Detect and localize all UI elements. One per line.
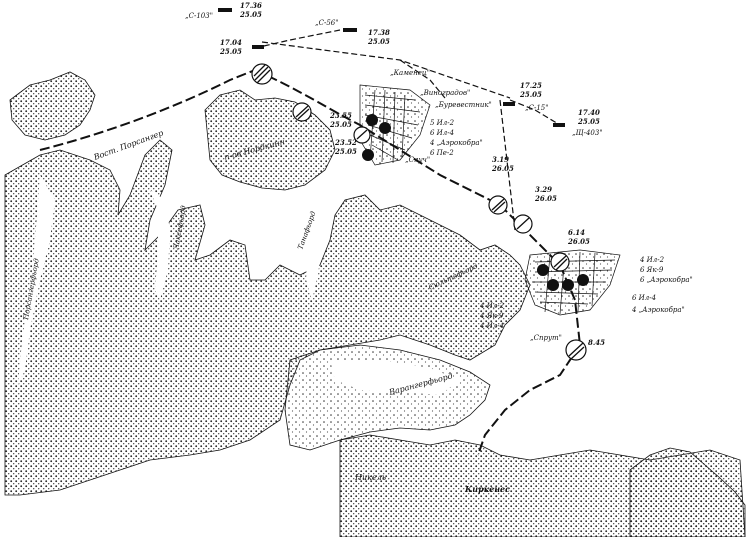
submarine-icon	[218, 8, 232, 12]
aircraft-labels: 5 Ил-2 6 Ил-4 4 „Аэрокобра" 6 Пе-2 4 Ил-…	[429, 119, 693, 330]
time-label: 23.55	[329, 111, 352, 120]
landmass-group	[4, 71, 746, 537]
aircraft-label: 4 Ил-4	[479, 322, 504, 330]
fjord-tana	[305, 200, 322, 300]
place-kirkenes: Киркенес	[464, 484, 510, 494]
unit-sluch: „Случ"	[405, 156, 430, 164]
submarine-icon	[343, 28, 357, 32]
land-west	[4, 139, 531, 496]
aircraft-label: 6 Пе-2	[430, 149, 454, 157]
time-label: 17.40	[578, 108, 600, 117]
aircraft-groups	[362, 114, 589, 291]
time-label: 25.05	[329, 120, 352, 129]
aircraft-label: 6 Як-9	[640, 266, 664, 274]
submarine-icon	[503, 102, 515, 106]
aircraft-label: 5 Ил-2	[430, 119, 455, 127]
time-label: 23.52	[334, 138, 357, 147]
aircraft-label: 6 Ил-4	[632, 294, 656, 302]
fjord-group	[18, 175, 460, 395]
time-label: 6.14	[568, 228, 585, 237]
submarine-icon	[252, 45, 264, 49]
aircraft-label: 4 „Аэрокобра"	[429, 139, 483, 147]
time-label: 25.05	[334, 147, 357, 156]
aircraft-label: 4 Ил-2	[479, 302, 505, 310]
unit-s-15: „С-15"	[525, 104, 548, 112]
aircraft-group-marker	[547, 279, 559, 291]
time-label: 3.19	[492, 155, 509, 164]
time-label: 17.38	[368, 28, 390, 37]
aircraft-group-marker	[379, 122, 391, 134]
attack-point-hatch	[253, 64, 585, 360]
aircraft-group-marker	[537, 264, 549, 276]
time-label: 25.05	[577, 117, 600, 126]
unit-burevestnik: „Буревестник"	[435, 101, 492, 109]
land-east	[629, 447, 746, 537]
aircraft-label: 4 „Аэрокобра"	[631, 306, 685, 314]
unit-s-mid2: „Щ-403"	[572, 129, 603, 137]
unit-labels: „С-103" „С-56" „С-15" „Щ-403" „Каменец" …	[185, 12, 603, 342]
aircraft-label: 4 Ил-2	[639, 256, 665, 264]
time-label: 25.05	[519, 90, 542, 99]
aircraft-group-marker	[362, 149, 374, 161]
submarine-markers	[218, 8, 565, 127]
fjord-varanger-inner	[330, 360, 460, 395]
time-label: 25.05	[367, 37, 390, 46]
aircraft-group-marker	[366, 114, 378, 126]
aircraft-label: 4 Як-9	[479, 312, 504, 320]
time-label: 17.04	[220, 38, 242, 47]
submarine-tracks	[254, 29, 561, 231]
unit-s-left: „С-103"	[185, 12, 213, 20]
place-nikel: Никель	[354, 473, 386, 482]
aircraft-label: 6 Ил-4	[430, 129, 454, 137]
island-nw	[9, 71, 96, 141]
time-label: 26.05	[534, 194, 557, 203]
fjord-laksefjord	[150, 190, 170, 300]
unit-kamaronsky: „Каменец"	[390, 69, 430, 77]
aircraft-label: 6 „Аэрокобра"	[640, 276, 693, 284]
aircraft-group-marker	[577, 274, 589, 286]
time-label: 25.05	[219, 47, 242, 56]
time-label: 17.36	[240, 1, 262, 10]
aircraft-group-marker	[562, 279, 574, 291]
time-label: 3.29	[535, 185, 552, 194]
time-label: 26.05	[567, 237, 590, 246]
time-label: 8.45	[588, 338, 605, 347]
time-label: 25.05	[239, 10, 262, 19]
fjord-porsanger	[18, 175, 55, 385]
unit-s-mid: „С-56"	[315, 19, 338, 27]
unit-sprut: „Спрут"	[530, 334, 562, 342]
attack-zone-north	[359, 84, 431, 166]
time-labels: 17.36 25.05 17.38 25.05 17.04 25.05 17.2…	[219, 1, 605, 347]
submarine-icon	[553, 123, 565, 127]
time-label: 26.05	[491, 164, 514, 173]
time-label: 17.25	[520, 81, 542, 90]
land-south	[284, 344, 491, 451]
unit-vinogradov: „Виноградов"	[420, 89, 470, 97]
attack-point	[251, 63, 273, 85]
